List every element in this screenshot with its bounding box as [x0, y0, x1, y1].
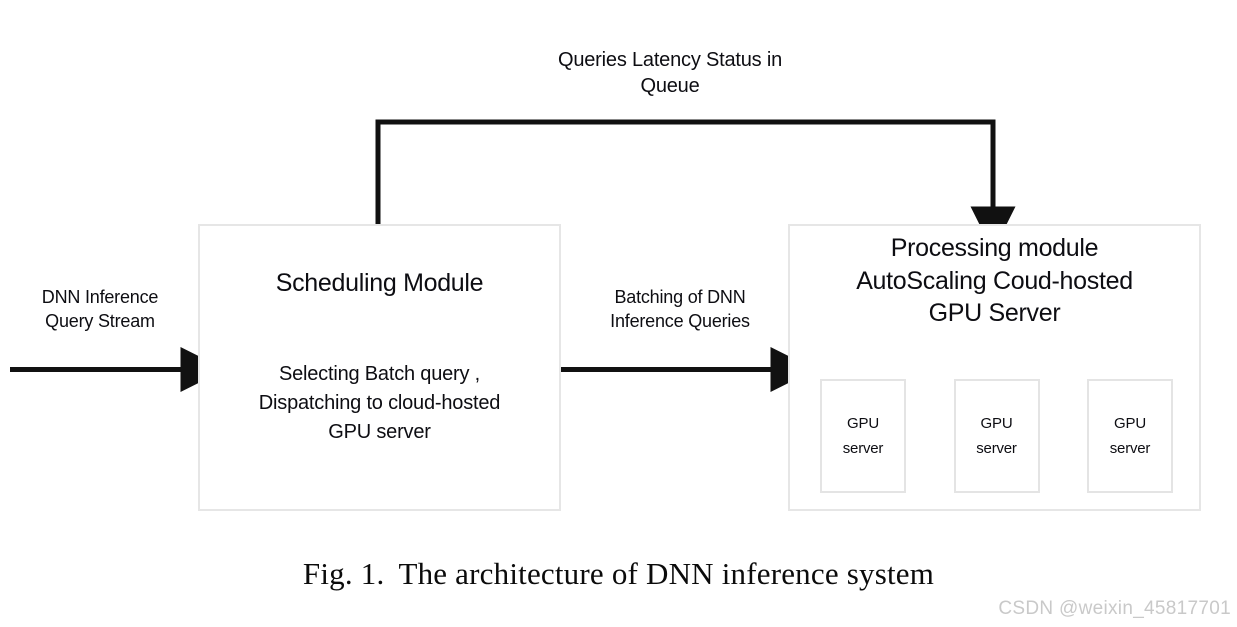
scheduling-module-title: Scheduling Module [275, 269, 484, 297]
figure-number: Fig. 1. [302, 556, 385, 591]
input-stream-label: DNN Inference Query Stream [41, 287, 159, 331]
feedback-flow-label: Queries Latency Status in Queue [557, 49, 782, 98]
gpu-server-label-line2: server [976, 440, 1017, 457]
gpu-server-label-line2: server [842, 440, 884, 457]
gpu-server-box: GPU server [1087, 379, 1173, 493]
gpu-server-box: GPU server [953, 379, 1040, 493]
processing-module-box: Processing module AutoScaling Coud-hoste… [788, 224, 1201, 511]
gpu-server-label-line1: GPU [847, 415, 879, 432]
gpu-server-box: GPU server [820, 379, 906, 493]
scheduling-module-box: Scheduling Module Selecting Batch query … [198, 224, 561, 511]
batching-flow-label: Batching of DNN Inference Queries [610, 287, 750, 331]
arrow-feedback-path [375, 119, 1016, 252]
gpu-server-label-line1: GPU [1114, 415, 1146, 432]
gpu-server-label-line2: server [1109, 440, 1151, 457]
gpu-server-label-line1: GPU [980, 415, 1013, 432]
figure-caption: Fig. 1. The architecture of DNN inference… [0, 556, 1237, 592]
watermark: CSDN @weixin_45817701 [998, 598, 1231, 619]
processing-module-title: Processing module AutoScaling Coud-hoste… [856, 234, 1133, 327]
figure-caption-text: The architecture of DNN inference system [398, 556, 935, 591]
gpu-server-row: GPU server GPU server GPU server [820, 379, 1173, 493]
scheduling-module-description: Selecting Batch query , Dispatching to c… [258, 363, 501, 443]
